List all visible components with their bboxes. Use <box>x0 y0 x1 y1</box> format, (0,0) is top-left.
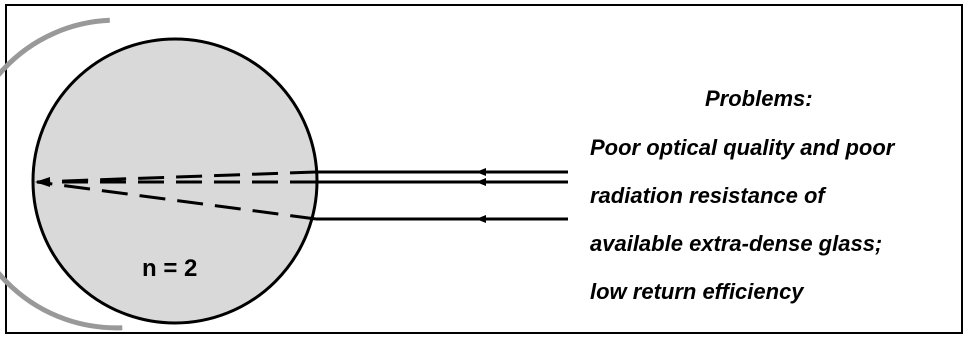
refracted-ray-bottom <box>36 180 317 221</box>
arrow-icon-bottom <box>476 215 486 223</box>
problem-line: radiation resistance of <box>590 183 825 208</box>
reflective-coating <box>0 17 123 331</box>
problem-line: low return efficiency <box>590 279 804 304</box>
refractive-index-label: n = 2 <box>142 255 198 282</box>
problems-title: Problems: <box>705 86 813 111</box>
problem-line: available extra-dense glass; <box>590 231 883 256</box>
refracted-ray-top <box>36 170 317 184</box>
focal-point-icon <box>35 177 50 187</box>
arrow-icon-top <box>476 168 486 176</box>
arrow-icon-middle <box>476 178 486 186</box>
problem-line: Poor optical quality and poor <box>590 135 895 160</box>
